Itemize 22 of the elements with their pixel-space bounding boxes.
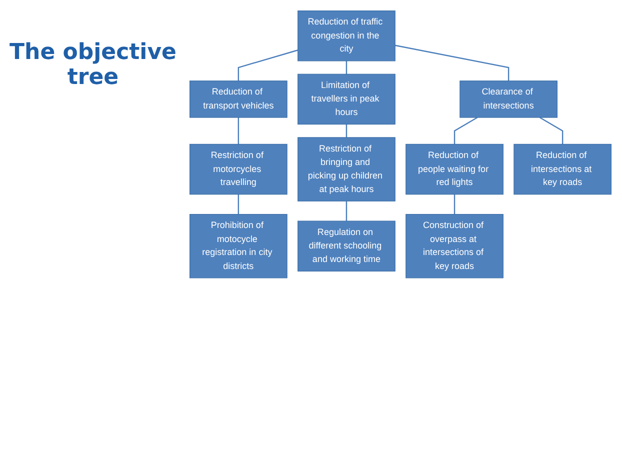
diagram-title: The objective tree bbox=[8, 40, 178, 90]
connector bbox=[394, 44, 510, 81]
connector bbox=[346, 124, 348, 138]
connector bbox=[238, 50, 298, 81]
connector bbox=[454, 116, 478, 144]
connector bbox=[539, 116, 564, 144]
node-box: Reduction of traffic congestion in the city bbox=[298, 10, 396, 62]
connector bbox=[238, 118, 240, 144]
connector bbox=[346, 60, 348, 74]
node-box: Construction of overpass at intersections of key roads bbox=[406, 214, 504, 278]
node-box: Limitation of travellers in peak hours bbox=[298, 74, 396, 125]
node-box: Reduction of people waiting for red lights bbox=[406, 144, 504, 195]
connector bbox=[454, 194, 456, 214]
node-box: Restriction of motorcycles travelling bbox=[190, 144, 288, 195]
connector bbox=[238, 194, 240, 214]
connector bbox=[346, 201, 348, 222]
node-box: Clearance of intersections bbox=[460, 80, 558, 118]
node-box: Prohibition of motocycle registration in city districts bbox=[190, 214, 288, 278]
node-box: Regulation on different schooling and working time bbox=[298, 220, 396, 272]
node-box: Reduction of intersections at key roads bbox=[514, 144, 612, 195]
node-box: Reduction of transport vehicles bbox=[190, 80, 288, 118]
node-box: Restriction of bringing and picking up children at peak hours bbox=[298, 137, 396, 202]
